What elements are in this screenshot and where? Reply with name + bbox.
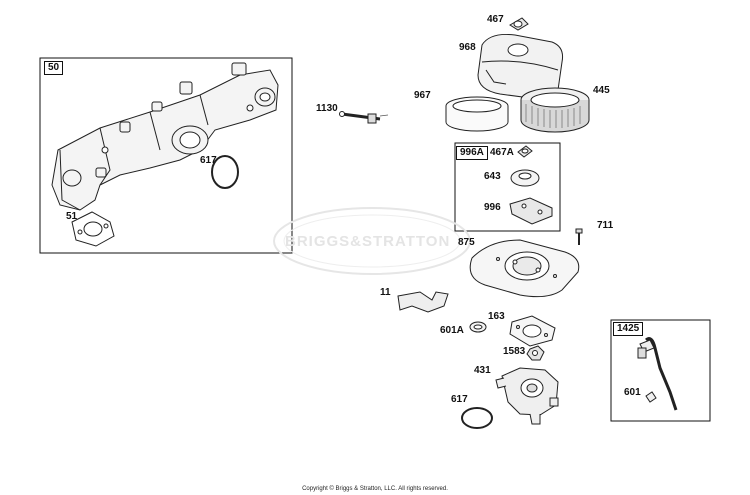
air-filter-445	[520, 87, 590, 133]
bracket-996	[509, 197, 553, 225]
part-label-601: 601	[624, 387, 641, 398]
part-label-11: 11	[380, 287, 391, 298]
gasket-163	[509, 315, 556, 347]
part-label-617-bottom: 617	[451, 394, 468, 405]
part-label-467: 467	[487, 14, 504, 25]
part-label-431: 431	[474, 365, 491, 376]
gasket-51	[71, 211, 115, 247]
screw-711	[575, 228, 583, 245]
breather-tube-11	[397, 291, 449, 313]
intake-manifold	[51, 62, 279, 211]
part-label-875: 875	[458, 237, 475, 248]
nut-467a	[517, 145, 533, 158]
leader-lines	[379, 114, 389, 117]
part-label-601a: 601A	[440, 325, 464, 336]
box-1425-frame	[610, 319, 711, 422]
watermark-text: BRIGGS&STRATTON	[285, 233, 451, 250]
box-label-1425: 1425	[613, 322, 644, 336]
box-label-50: 50	[44, 61, 64, 75]
o-ring-617-bottom	[461, 407, 493, 429]
dipstick-tube-1425	[637, 337, 678, 411]
box-50-frame	[39, 57, 293, 254]
part-label-467a: 467A	[490, 147, 514, 158]
box-label-996a: 996A	[456, 146, 488, 160]
part-label-968: 968	[459, 42, 476, 53]
box-996a-frame	[454, 142, 561, 232]
seal-643	[510, 169, 540, 187]
pre-cleaner-967	[445, 96, 509, 132]
part-label-51: 51	[66, 211, 78, 222]
part-label-617-left: 617	[200, 155, 217, 166]
part-label-996: 996	[484, 202, 501, 213]
o-ring-617-left	[211, 155, 239, 189]
o-ring-601	[645, 391, 657, 403]
nut-1583	[526, 345, 545, 361]
part-label-1130: 1130	[316, 103, 338, 114]
wing-nut-467	[509, 17, 529, 31]
watermark-logo-inner	[283, 214, 461, 268]
watermark-logo-outline	[273, 207, 471, 275]
carburetor-431	[495, 367, 559, 425]
part-label-1583: 1583	[503, 346, 526, 357]
part-label-163: 163	[488, 311, 505, 322]
part-label-711: 711	[597, 220, 614, 231]
part-label-445: 445	[593, 85, 610, 96]
stud-1130	[339, 111, 381, 124]
part-label-967: 967	[414, 90, 431, 101]
part-label-643: 643	[484, 171, 501, 182]
clamp-601a	[469, 321, 487, 333]
air-cleaner-base-875	[469, 239, 580, 298]
copyright-notice: Copyright © Briggs & Stratton, LLC. All …	[302, 486, 448, 492]
